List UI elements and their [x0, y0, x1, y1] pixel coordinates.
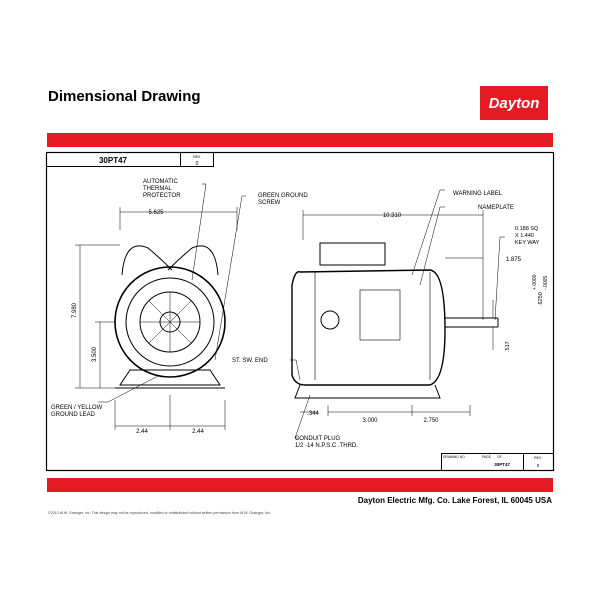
rev-label: REV. — [193, 155, 201, 159]
dayton-logo: Dayton — [480, 86, 548, 120]
dim-tol-minus: -.0005 — [543, 276, 549, 290]
front-dimensions — [75, 207, 238, 430]
dim-tol-plus: +.0000 — [532, 274, 538, 290]
dim-width-front: 5.625 — [148, 210, 164, 216]
side-dimensions — [300, 210, 494, 416]
dim-shaft-height: 3.500 — [92, 346, 98, 362]
bottom-rev-label: REV. — [534, 456, 542, 460]
rev-value: 0 — [196, 161, 199, 167]
top-red-bar — [47, 133, 553, 147]
bottom-rev-value: 0 — [537, 463, 540, 468]
st-sw-end-label: ST. SW. END — [232, 358, 268, 364]
company-address: Dayton Electric Mfg. Co. Lake Forest, IL… — [357, 496, 552, 505]
drawing-no-label: DRAWING NO. — [443, 455, 466, 459]
dim-mount1: 3.000 — [362, 418, 378, 424]
page-title: Dimensional Drawing — [48, 88, 201, 105]
dim-length: 10.310 — [383, 213, 402, 219]
dim-base-left: 2.44 — [136, 429, 148, 435]
dim-mount2: 2.750 — [423, 418, 439, 424]
dim-shaft-dia: .6250 — [538, 292, 544, 306]
page-label: PAGE — [482, 455, 492, 459]
nameplate-callout: NAMEPLATE — [478, 205, 514, 211]
of-label: OF — [497, 455, 502, 459]
dim-base-right: 2.44 — [192, 429, 204, 435]
front-view — [114, 245, 226, 389]
side-view — [291, 242, 499, 399]
dim-offset: .344 — [307, 411, 319, 417]
warning-label-callout: WARNING LABEL — [453, 191, 503, 197]
rev-cell — [180, 152, 214, 167]
dim-flat: .517 — [505, 341, 511, 352]
bottom-rev-cell — [523, 453, 554, 471]
model-number: 30PT47 — [99, 156, 128, 165]
dim-height: 7.980 — [72, 302, 78, 318]
drawing-no-value: 30PT47 — [494, 462, 510, 467]
bottom-red-bar — [47, 478, 553, 492]
drawing-frame — [45, 151, 555, 472]
copyright-notice: ©2013 W.W. Grainger, Inc. This design ma… — [48, 511, 271, 515]
dim-shaft-length: 1.875 — [506, 257, 522, 263]
leader-lines — [98, 183, 505, 439]
